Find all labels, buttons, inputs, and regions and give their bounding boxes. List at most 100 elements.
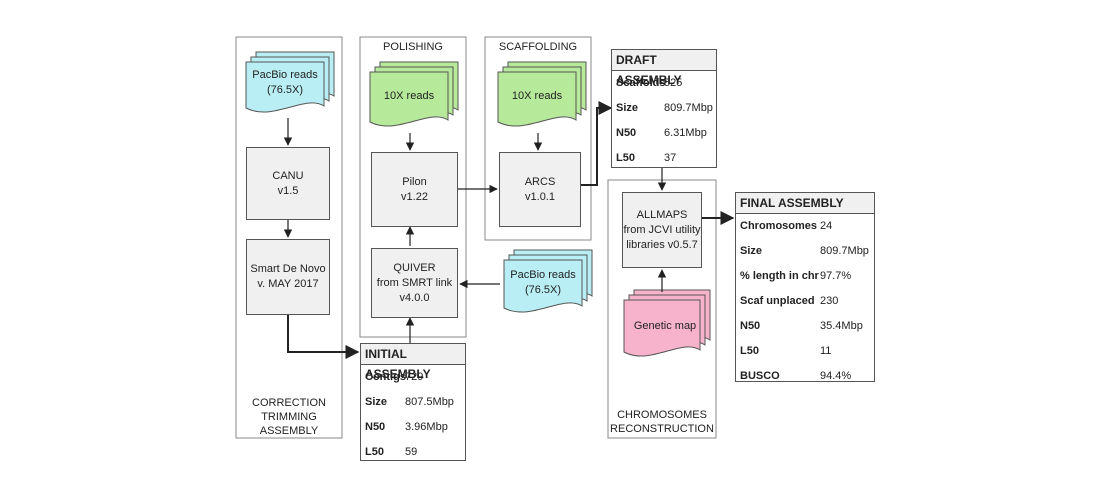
genetic-map-doc: [623, 289, 711, 357]
table-row: Scaf unplaced 230: [736, 289, 874, 314]
process-version: v1.22: [401, 190, 428, 203]
row-key: Size: [740, 245, 763, 257]
row-key: Contigs: [365, 371, 406, 383]
scaffolding-stage-frame: [484, 36, 592, 241]
row-value: 230: [820, 295, 839, 307]
process-detail: from SMRT link: [376, 276, 453, 289]
tenx-reads-polishing-label: 10X reads: [370, 76, 448, 116]
process-name: Pilon: [402, 175, 427, 188]
row-key: L50: [616, 152, 635, 164]
row-value: 525: [664, 77, 683, 89]
process-version: v. MAY 2017: [257, 278, 319, 290]
document-sheet: [623, 299, 701, 357]
row-key: Scaffolds: [616, 77, 666, 89]
correction-stage-label-line: CORRECTION: [252, 397, 326, 409]
row-value: 6.31Mbp: [664, 127, 707, 139]
pacbio-reads-right-doc: [503, 249, 593, 313]
row-value: 809.7Mbp: [664, 102, 713, 114]
table-row: N50 35.4Mbp: [736, 314, 874, 339]
pacbio-reads-left-doc: [245, 51, 335, 113]
row-key: BUSCO: [740, 370, 780, 382]
polishing-stage-label: POLISHING: [383, 41, 443, 53]
document-sheet: [369, 71, 449, 127]
row-value: 809.7Mbp: [820, 245, 869, 257]
table-row: L50 59: [361, 440, 465, 465]
pilon-process-box: Pilon v1.22: [371, 152, 458, 227]
row-value: 97.7%: [820, 270, 852, 282]
process-version: v1.5: [277, 184, 299, 197]
quiver-process-box: QUIVER from SMRT link v4.0.0: [371, 248, 458, 318]
process-detail: from JCVI utility: [623, 223, 701, 236]
process-version: v1.0.1: [525, 190, 555, 203]
allmaps-process-box: ALLMAPS from JCVI utility libraries v0.5…: [622, 192, 702, 268]
table-row: Size 809.7Mbp: [612, 96, 716, 121]
process-version: libraries v0.5.7: [626, 238, 698, 251]
row-key: Chromosomes: [740, 220, 818, 232]
label-line: PacBio reads: [510, 269, 576, 281]
chromosomes-stage-label-line: RECONSTRUCTION: [610, 423, 714, 435]
polishing-stage-frame: [359, 36, 467, 338]
label-line: 10X reads: [511, 89, 563, 102]
row-value: 729: [405, 371, 424, 383]
row-value: 35.4Mbp: [820, 320, 863, 332]
label-line: (76.5X): [266, 84, 304, 96]
arrow-smartdenovo-to-initial: [287, 315, 360, 359]
document-sheet: [245, 61, 325, 113]
tenx-reads-scaffolding-label: 10X reads: [498, 76, 576, 116]
table-title: FINAL ASSEMBLY: [736, 193, 874, 214]
process-name: CANU: [272, 169, 304, 182]
canu-process-box: CANU v1.5: [246, 147, 330, 220]
correction-stage-label-line: ASSEMBLY: [259, 425, 319, 437]
scaffolding-stage-label: SCAFFOLDING: [498, 41, 578, 53]
table-title: DRAFT ASSEMBLY: [612, 50, 716, 87]
correction-stage-label-line: TRIMMING: [261, 411, 317, 423]
row-key: % length in chr: [740, 270, 819, 282]
row-key: L50: [365, 446, 384, 458]
document-sheet: [503, 259, 583, 313]
arrow-arcs-to-draft: [581, 101, 613, 186]
row-value: 3.96Mbp: [405, 421, 448, 433]
pacbio-reads-left-label: PacBio reads (76.5X): [246, 62, 324, 104]
table-row: Size 809.7Mbp: [736, 239, 874, 264]
genetic-map-label: Genetic map: [628, 306, 702, 346]
process-name: ALLMAPS: [636, 208, 688, 221]
row-value: 807.5Mbp: [405, 396, 454, 408]
label-line: Genetic map: [633, 319, 697, 332]
process-name: QUIVER: [393, 261, 436, 274]
row-key: Scaf unplaced: [740, 295, 815, 307]
pacbio-reads-right-label: PacBio reads (76.5X): [504, 262, 582, 304]
process-version: v4.0.0: [399, 291, 430, 304]
table-row: BUSCO 94.4%: [736, 364, 874, 389]
row-key: Size: [365, 396, 388, 408]
table-title: INITIAL ASSEMBLY: [361, 344, 465, 381]
tenx-reads-polishing-doc: [369, 61, 459, 127]
row-key: N50: [740, 320, 761, 332]
row-value: 59: [405, 446, 418, 458]
table-row: N50 3.96Mbp: [361, 415, 465, 440]
process-name: ARCS: [524, 175, 556, 188]
label-line: 10X reads: [383, 89, 435, 102]
row-key: Size: [616, 102, 639, 114]
label-line: PacBio reads: [252, 69, 318, 81]
row-key: N50: [365, 421, 386, 433]
label-line: (76.5X): [524, 284, 562, 296]
chromosomes-stage-label-line: CHROMOSOMES: [617, 409, 707, 421]
smartdenovo-process-box: Smart De Novo v. MAY 2017: [246, 239, 330, 315]
chromosomes-stage-label: CHROMOSOMES RECONSTRUCTION: [608, 408, 716, 436]
correction-stage-label: CORRECTION TRIMMING ASSEMBLY: [236, 396, 342, 438]
row-value: 24: [820, 220, 833, 232]
row-value: 94.4%: [820, 370, 852, 382]
arcs-process-box: ARCS v1.0.1: [499, 152, 581, 227]
